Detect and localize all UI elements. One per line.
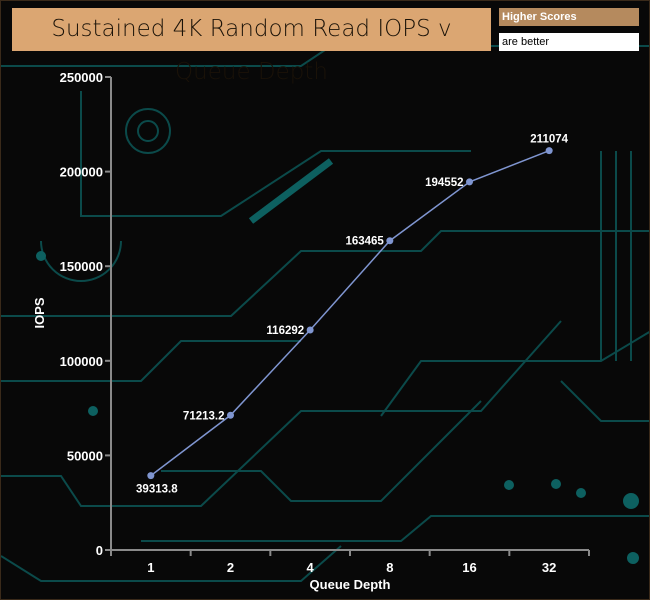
data-label: 194552: [425, 177, 463, 189]
data-point: [466, 178, 473, 186]
y-tick-label: 250000: [60, 70, 103, 85]
data-label: 39313.8: [136, 484, 178, 496]
x-tick-label: 32: [542, 560, 556, 575]
data-point: [147, 472, 155, 480]
data-label: 71213.2: [183, 410, 225, 422]
x-tick-label: 2: [227, 560, 234, 575]
legend-note-are-better: are better: [499, 33, 639, 51]
data-point: [306, 326, 314, 334]
y-tick-label: 200000: [60, 165, 103, 180]
y-tick-label: 100000: [60, 354, 103, 369]
y-tick-label: 0: [96, 543, 103, 558]
x-tick-label: 8: [386, 560, 393, 575]
data-point: [545, 147, 553, 155]
x-tick-label: 4: [307, 560, 315, 575]
y-tick-label: 150000: [60, 259, 103, 274]
x-tick-label: 16: [462, 560, 476, 575]
data-label: 116292: [266, 325, 304, 337]
data-point: [386, 237, 394, 245]
series-line: [150, 149, 550, 477]
data-label: 211074: [530, 134, 568, 146]
data-label: 163465: [345, 236, 384, 248]
y-tick-label: 50000: [67, 448, 103, 463]
chart-title: Sustained 4K Random Read IOPS v Queue De…: [12, 8, 491, 85]
y-axis-label: IOPS: [32, 297, 47, 328]
data-point: [227, 411, 234, 419]
x-tick-label: 1: [147, 560, 154, 575]
legend-note-higher-scores: Higher Scores: [499, 8, 639, 26]
x-axis-label: Queue Depth: [310, 577, 391, 592]
